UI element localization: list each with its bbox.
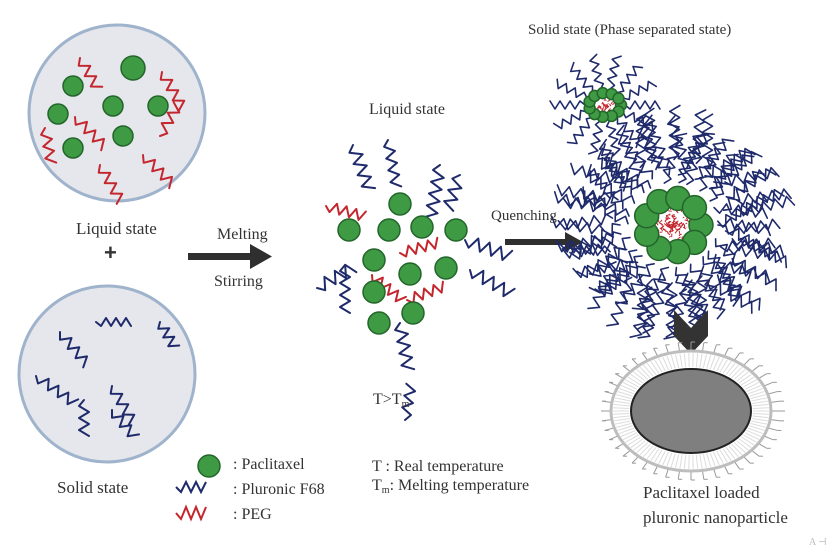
plus-sign: + bbox=[104, 240, 117, 266]
solid-state-label: Solid state bbox=[57, 478, 128, 498]
tm-desc: : Melting temperature bbox=[390, 477, 530, 494]
peg-core-fiber bbox=[676, 225, 677, 226]
paclitaxel-particle bbox=[378, 219, 400, 241]
pluronic-chain bbox=[550, 101, 585, 109]
corner-mark: A ⊣ bbox=[809, 537, 827, 548]
pluronic-chain bbox=[558, 214, 612, 230]
pluronic-chain bbox=[554, 111, 587, 129]
pluronic-chain bbox=[623, 81, 656, 99]
pluronic-chain bbox=[349, 145, 375, 188]
peg-core-fiber bbox=[661, 229, 662, 231]
pluronic-chain bbox=[384, 140, 401, 186]
nanoparticle-core bbox=[631, 369, 751, 453]
peg-core-fiber bbox=[606, 104, 607, 105]
liquid-state-mixture bbox=[317, 140, 515, 420]
peg-core-fiber bbox=[678, 237, 681, 239]
solid-state-phase-label: Solid state (Phase separated state) bbox=[528, 22, 731, 39]
paclitaxel-particle bbox=[103, 96, 123, 116]
peg-core-fiber bbox=[663, 228, 666, 231]
peg-core-fiber bbox=[668, 211, 672, 212]
pluronic-chain bbox=[608, 56, 621, 89]
pluronic-chain bbox=[557, 79, 587, 98]
peg-core-fiber bbox=[667, 214, 669, 215]
paclitaxel-particle bbox=[399, 263, 421, 285]
paclitaxel-particle bbox=[121, 56, 145, 80]
quenching-label: Quenching bbox=[491, 208, 557, 225]
tm-symbol: T bbox=[372, 477, 382, 494]
paclitaxel-particle bbox=[148, 96, 168, 116]
peg-core-fiber bbox=[666, 222, 667, 225]
peg-core-fiber bbox=[680, 234, 682, 235]
legend-paclitaxel: : Paclitaxel bbox=[233, 456, 305, 474]
peg-legend-icon bbox=[176, 507, 206, 519]
peg-core-fiber bbox=[668, 233, 670, 235]
pluronic-chain bbox=[395, 323, 414, 369]
pluronic-chain bbox=[625, 101, 660, 109]
peg-chain bbox=[326, 204, 366, 220]
condition-sub: m bbox=[402, 399, 410, 410]
paclitaxel-particle bbox=[363, 281, 385, 303]
melting-label: Melting bbox=[217, 226, 268, 244]
peg-core-fiber bbox=[679, 231, 680, 234]
paclitaxel-particle bbox=[48, 104, 68, 124]
peg-core-fiber bbox=[674, 225, 675, 228]
paclitaxel-particle bbox=[402, 302, 424, 324]
peg-core-fiber bbox=[660, 220, 662, 222]
legend-icons bbox=[176, 455, 220, 519]
nanoparticle-label-line2: pluronic nanoparticle bbox=[643, 508, 788, 528]
liquid-state-circle bbox=[29, 25, 205, 204]
peg-core-fiber bbox=[675, 229, 678, 230]
solid-state-circle bbox=[19, 286, 195, 462]
paclitaxel-particle bbox=[368, 312, 390, 334]
peg-core-fiber bbox=[608, 100, 611, 102]
peg-core-fiber bbox=[673, 215, 675, 216]
peg-core-fiber bbox=[669, 236, 671, 237]
legend-pluronic: : Pluronic F68 bbox=[233, 481, 325, 499]
paclitaxel-particle bbox=[613, 93, 624, 104]
paclitaxel-particle bbox=[435, 257, 457, 279]
temperature-condition: T>Tm bbox=[373, 391, 409, 410]
paclitaxel-particle bbox=[682, 196, 706, 220]
pluronic-chain bbox=[444, 175, 461, 211]
pluronic-legend-icon bbox=[176, 482, 206, 492]
paclitaxel-legend-icon bbox=[198, 455, 220, 477]
legend-real-temperature: T : Real temperature bbox=[372, 458, 504, 476]
peg-core-fiber bbox=[667, 217, 668, 218]
paclitaxel-particle bbox=[411, 216, 433, 238]
paclitaxel-particle bbox=[113, 126, 133, 146]
legend-peg: : PEG bbox=[233, 506, 272, 524]
pluronic-chain bbox=[425, 165, 444, 217]
peg-core-fiber bbox=[657, 223, 658, 225]
nanoparticle-label-line1: Paclitaxel loaded bbox=[643, 483, 760, 503]
condition-t: T>T bbox=[373, 391, 402, 408]
paclitaxel-particle bbox=[63, 138, 83, 158]
t-desc: : Real temperature bbox=[381, 458, 503, 475]
paclitaxel-particle bbox=[389, 193, 411, 215]
stirring-label: Stirring bbox=[214, 273, 263, 291]
paclitaxel-particle bbox=[338, 219, 360, 241]
paclitaxel-particle bbox=[63, 76, 83, 96]
peg-chain bbox=[400, 238, 437, 257]
peg-core-fiber bbox=[610, 104, 612, 106]
nanoparticle bbox=[601, 342, 785, 480]
peg-core-fiber bbox=[666, 231, 668, 233]
liquid-state-center-label: Liquid state bbox=[369, 101, 445, 119]
paclitaxel-particle bbox=[445, 219, 467, 241]
legend-melting-temperature: Tm: Melting temperature bbox=[372, 477, 529, 496]
pluronic-chain bbox=[590, 54, 603, 89]
pluronic-chain bbox=[470, 270, 515, 296]
peg-core-fiber bbox=[686, 223, 688, 224]
melting-arrow bbox=[188, 244, 272, 269]
large-micelle bbox=[552, 106, 795, 339]
peg-core-fiber bbox=[659, 223, 662, 224]
liquid-state-label: Liquid state bbox=[76, 219, 157, 239]
peg-core-fiber bbox=[611, 102, 613, 104]
peg-core-fiber bbox=[665, 220, 666, 221]
paclitaxel-particle bbox=[363, 249, 385, 271]
tm-sub: m bbox=[382, 485, 390, 496]
